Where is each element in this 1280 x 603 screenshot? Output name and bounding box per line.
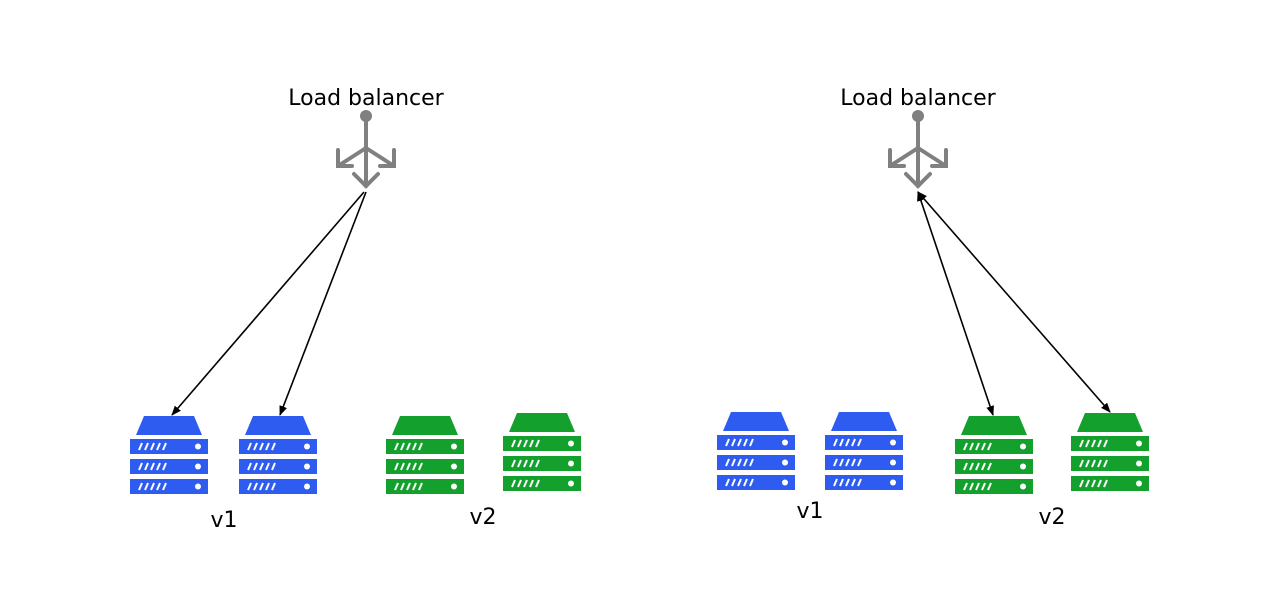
load-balancer-icon [888,110,948,189]
server-icon [955,416,1033,494]
group-label-v1: v1 [210,508,237,533]
load-balancer-label: Load balancer [288,86,444,111]
server-group-v1 [717,412,903,490]
traffic-arrows [171,191,367,416]
group-label-v1: v1 [796,499,823,524]
panel-after: Load balancer v1 v2 [717,86,1149,530]
server-group-v2 [955,413,1149,494]
server-icon [825,412,903,490]
traffic-arrow [917,191,994,416]
load-balancer-label: Load balancer [840,86,996,111]
traffic-arrow [279,191,367,416]
panel-before: Load balancer v1 v2 [130,86,581,533]
group-label-v2: v2 [1038,505,1065,530]
server-icon [386,416,464,494]
traffic-arrows [917,191,1111,416]
server-group-v1 [130,416,317,494]
server-icon [239,416,317,494]
server-icon [503,413,581,491]
traffic-arrow [171,191,365,416]
load-balancer-icon [336,110,396,189]
server-icon [717,412,795,490]
traffic-arrow [917,191,1111,413]
server-group-v2 [386,413,581,494]
server-icon [1071,413,1149,491]
group-label-v2: v2 [469,505,496,530]
server-icon [130,416,208,494]
